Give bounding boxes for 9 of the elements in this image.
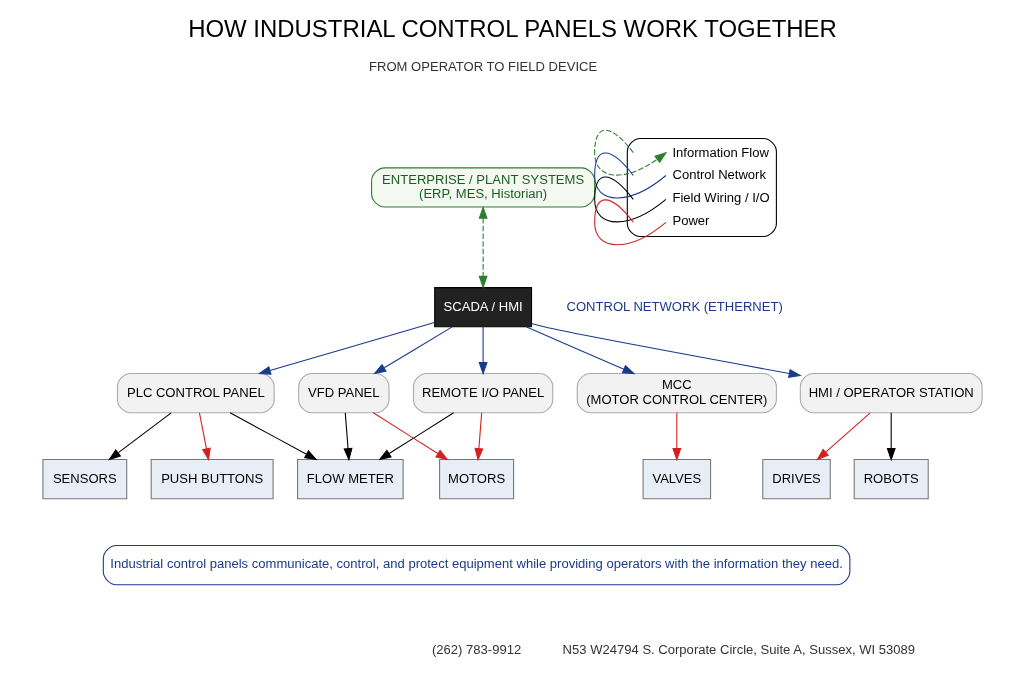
- label: FROM OPERATOR TO FIELD DEVICE: [368, 58, 597, 74]
- diagram-title: HOW INDUSTRIAL CONTROL PANELS WORK TOGETHER: [187, 14, 837, 42]
- label: N53 W24794 S. Corporate Circle, Suite A, Sussex, WI 53089: [562, 641, 915, 657]
- legend-label: Control Network: [671, 166, 766, 182]
- label: CONTROL NETWORK (ETHERNET): [566, 298, 783, 314]
- legend-label: Information Flow: [671, 144, 769, 160]
- legend-label: Field Wiring / I/O: [671, 189, 770, 205]
- label: (262) 783-9912: [431, 641, 521, 657]
- legend-label: Power: [671, 212, 709, 228]
